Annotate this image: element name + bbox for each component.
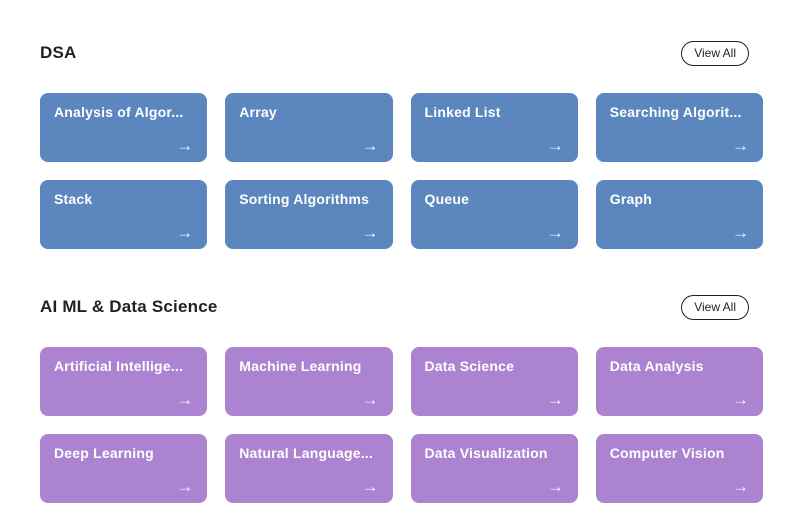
category-card-machine-learning[interactable]: Machine Learning →: [225, 347, 393, 416]
view-all-button-ai-ml[interactable]: View All: [681, 294, 749, 320]
section-title-ai-ml: AI ML & Data Science: [40, 297, 218, 316]
card-title: Computer Vision: [609, 445, 725, 461]
card-title: Data Science: [424, 358, 515, 374]
arrow-right-icon: →: [361, 136, 379, 155]
card-grid-ai-ml: Artificial Intellige... → Machine Learni…: [40, 347, 763, 503]
category-card-deep-learning[interactable]: Deep Learning →: [40, 434, 208, 503]
category-card-linked-list[interactable]: Linked List →: [410, 93, 578, 162]
arrow-right-icon: →: [732, 136, 749, 155]
arrow-right-icon: →: [732, 223, 749, 242]
arrow-right-icon: →: [361, 390, 379, 409]
card-title: Linked List: [424, 104, 501, 120]
card-grid-dsa: Analysis of Algor... → Array → Linked Li…: [40, 93, 763, 249]
card-title: Deep Learning: [54, 445, 154, 461]
card-title: Graph: [609, 191, 652, 207]
arrow-right-icon: →: [732, 477, 749, 496]
category-card-searching-algorithms[interactable]: Searching Algorit... →: [595, 93, 763, 162]
card-title: Array: [239, 104, 277, 120]
category-card-analysis-of-algorithms[interactable]: Analysis of Algor... →: [40, 93, 208, 162]
card-title: Sorting Algorithms: [239, 191, 370, 207]
arrow-right-icon: →: [176, 477, 194, 496]
arrow-right-icon: →: [732, 390, 749, 409]
category-card-computer-vision[interactable]: Computer Vision →: [595, 434, 763, 503]
arrow-right-icon: →: [176, 223, 194, 242]
category-card-queue[interactable]: Queue →: [410, 180, 578, 249]
arrow-right-icon: →: [361, 477, 379, 496]
card-title: Data Visualization: [424, 445, 548, 461]
card-title: Searching Algorit...: [609, 104, 742, 120]
category-card-array[interactable]: Array →: [225, 93, 393, 162]
category-card-artificial-intelligence[interactable]: Artificial Intellige... →: [40, 347, 208, 416]
section-ai-ml-data-science: AI ML & Data Science View All Artificial…: [40, 294, 763, 503]
section-title-dsa: DSA: [40, 43, 77, 62]
arrow-right-icon: →: [546, 477, 564, 496]
arrow-right-icon: →: [361, 223, 379, 242]
category-card-natural-language-processing[interactable]: Natural Language... →: [225, 434, 393, 503]
arrow-right-icon: →: [546, 136, 564, 155]
card-title: Data Analysis: [609, 358, 704, 374]
category-card-sorting-algorithms[interactable]: Sorting Algorithms →: [225, 180, 393, 249]
category-card-stack[interactable]: Stack →: [40, 180, 208, 249]
category-card-data-visualization[interactable]: Data Visualization →: [410, 434, 578, 503]
category-card-graph[interactable]: Graph →: [595, 180, 763, 249]
view-all-button-dsa[interactable]: View All: [681, 40, 749, 66]
section-dsa: DSA View All Analysis of Algor... → Arra…: [40, 40, 763, 249]
category-card-data-analysis[interactable]: Data Analysis →: [595, 347, 763, 416]
card-title: Queue: [424, 191, 470, 207]
card-title: Artificial Intellige...: [54, 358, 184, 374]
arrow-right-icon: →: [546, 223, 564, 242]
section-header-dsa: DSA View All: [40, 40, 763, 66]
card-title: Machine Learning: [239, 358, 362, 374]
category-card-data-science[interactable]: Data Science →: [410, 347, 578, 416]
card-title: Natural Language...: [239, 445, 373, 461]
card-title: Analysis of Algor...: [54, 104, 184, 120]
section-header-ai-ml: AI ML & Data Science View All: [40, 294, 763, 320]
arrow-right-icon: →: [546, 390, 564, 409]
arrow-right-icon: →: [176, 390, 194, 409]
arrow-right-icon: →: [176, 136, 194, 155]
card-title: Stack: [54, 191, 93, 207]
